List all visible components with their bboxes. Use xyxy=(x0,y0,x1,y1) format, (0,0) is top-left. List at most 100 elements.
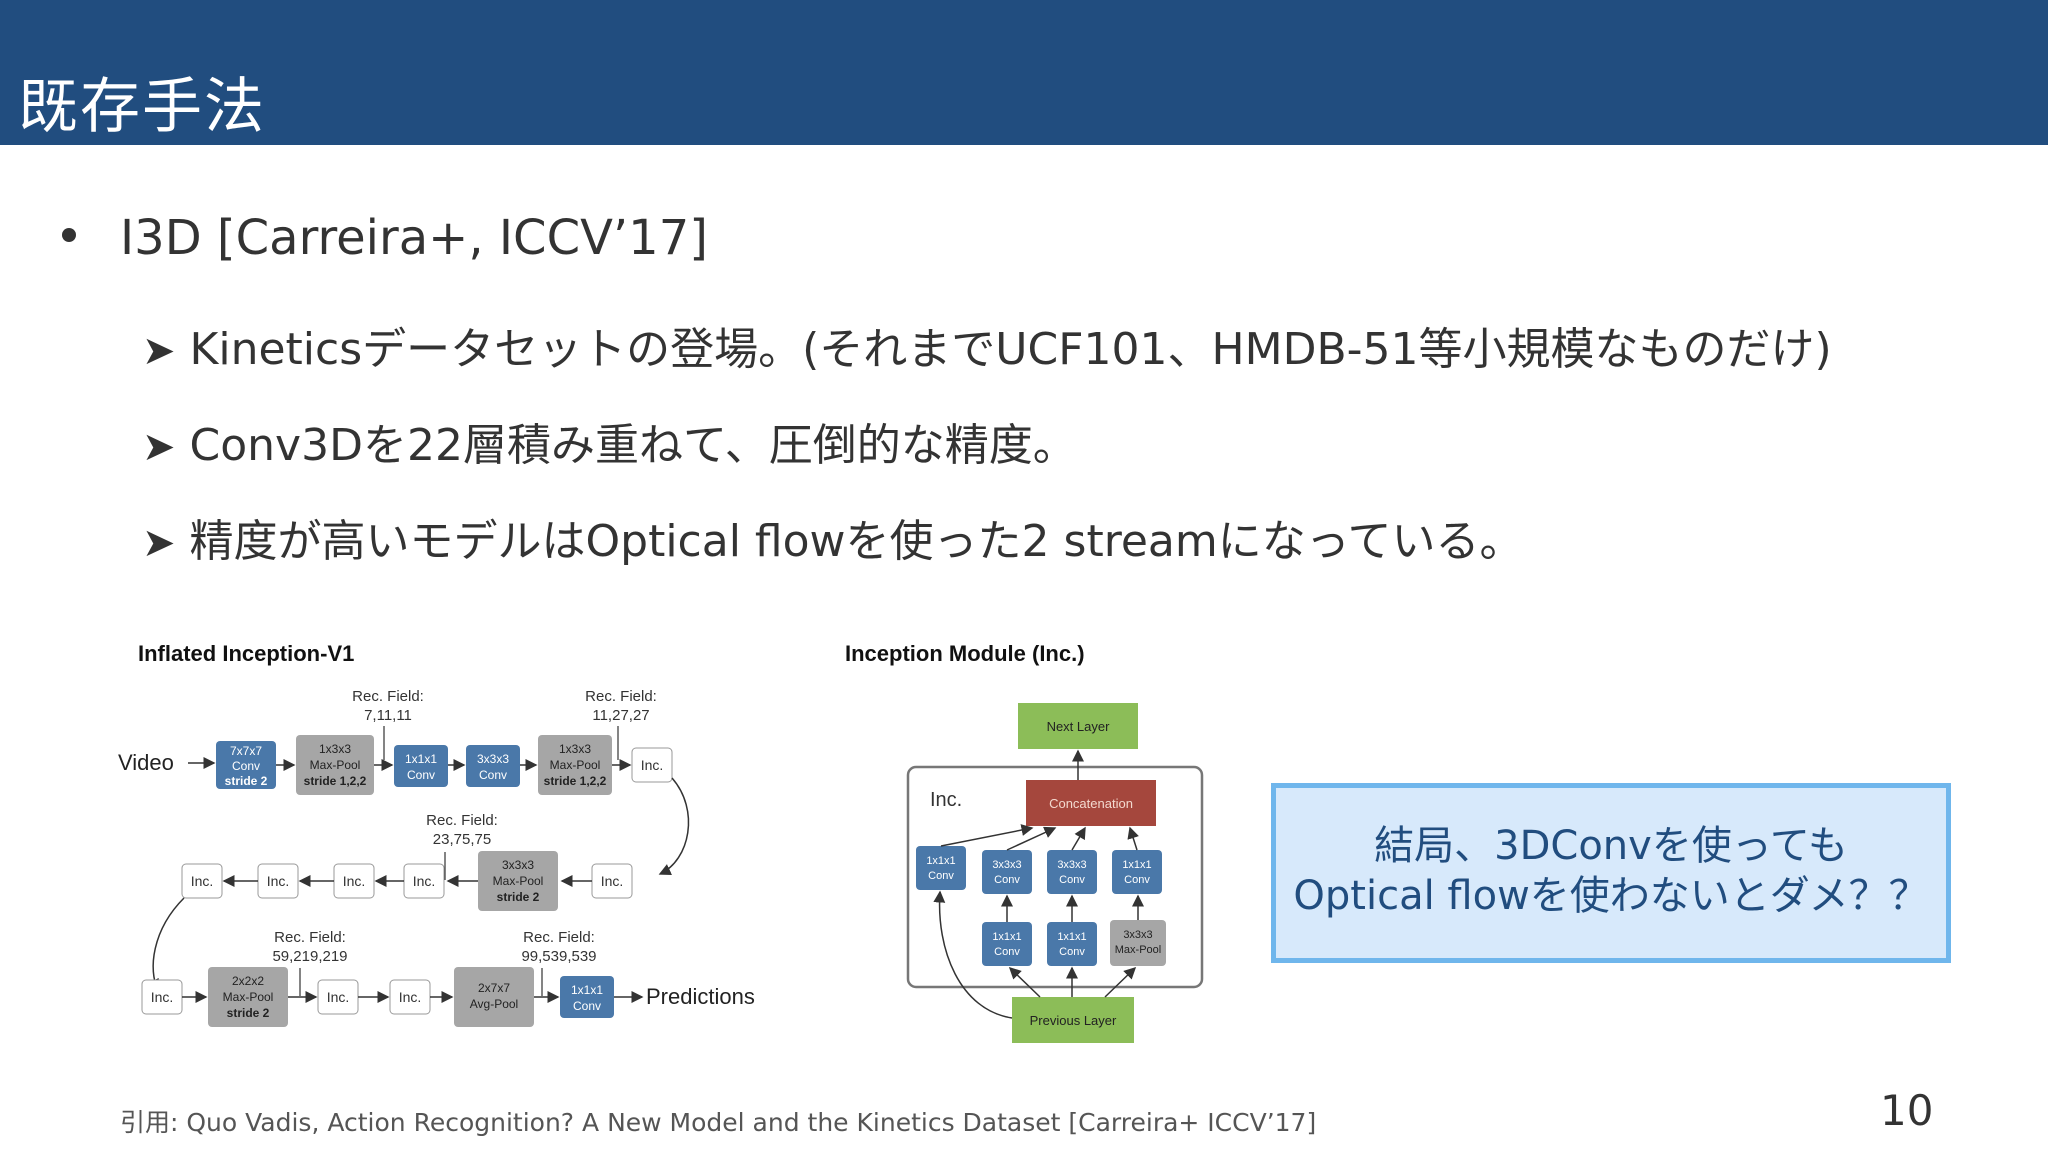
main-bullet: I3D [Carreira+, ICCV’17] xyxy=(120,210,708,266)
conv-3x3x3-block: 3x3x3 Conv xyxy=(466,745,520,787)
callout-line-2: Optical flowを使わないとダメ？？ xyxy=(1293,873,1929,919)
svg-text:Conv: Conv xyxy=(994,946,1020,958)
svg-text:Inc.: Inc. xyxy=(191,873,214,889)
rec-field-value: 99,539,539 xyxy=(521,948,596,965)
avgpool-2x7x7-block: 2x7x7 Avg-Pool xyxy=(454,967,534,1027)
inc-block: Inc. xyxy=(389,979,431,1015)
svg-text:Conv: Conv xyxy=(407,768,435,782)
svg-text:Max-Pool: Max-Pool xyxy=(493,874,544,888)
maxpool-2x2x2-block: 2x2x2 Max-Pool stride 2 xyxy=(208,967,288,1027)
arrow-bullet-icon: ➤ xyxy=(142,424,176,470)
svg-text:2x2x2: 2x2x2 xyxy=(232,974,264,988)
svg-text:1x1x1: 1x1x1 xyxy=(992,931,1021,943)
inc-block: Inc. xyxy=(591,863,633,899)
inc-block: Inc. xyxy=(333,863,375,899)
svg-text:Max-Pool: Max-Pool xyxy=(223,990,274,1004)
svg-text:1x3x3: 1x3x3 xyxy=(319,742,351,756)
rec-field-value: 59,219,219 xyxy=(272,948,347,965)
sub-bullet-text: 精度が高いモデルはOptical flowを使った2 streamになっている。 xyxy=(189,516,1524,567)
svg-text:stride 2: stride 2 xyxy=(227,1006,270,1020)
svg-text:Conv: Conv xyxy=(1124,874,1150,886)
svg-text:3x3x3: 3x3x3 xyxy=(502,858,534,872)
predictions-label: Predictions xyxy=(646,984,755,1009)
svg-text:3x3x3: 3x3x3 xyxy=(477,752,509,766)
inc-block: Inc. xyxy=(181,863,223,899)
rec-field-value: 11,27,27 xyxy=(592,707,649,724)
sub-bullet-2: ➤ Conv3Dを22層積み重ねて、圧倒的な精度。 xyxy=(142,409,1077,473)
bullet-dot xyxy=(62,228,76,242)
svg-text:Conv: Conv xyxy=(928,870,954,882)
concatenation-label: Concatenation xyxy=(1049,796,1133,811)
module-inc-label: Inc. xyxy=(930,789,962,811)
sub-bullet-text: Kineticsデータセットの登場。(それまでUCF101、HMDB-51等小規… xyxy=(189,324,1832,375)
inc-block: Inc. xyxy=(257,863,299,899)
svg-text:1x1x1: 1x1x1 xyxy=(405,752,437,766)
svg-text:3x3x3: 3x3x3 xyxy=(992,859,1021,871)
maxpool-1x3x3-block-2: 1x3x3 Max-Pool stride 1,2,2 xyxy=(538,735,612,795)
svg-text:Conv: Conv xyxy=(1059,874,1085,886)
rec-field-label: Rec. Field: xyxy=(352,688,424,705)
callout-line-1: 結局、3DConvを使っても xyxy=(1374,823,1848,869)
inception-module-title: Inception Module (Inc.) xyxy=(845,641,1085,666)
sub-bullet-text: Conv3Dを22層積み重ねて、圧倒的な精度。 xyxy=(189,420,1077,471)
inc-block: Inc. xyxy=(141,979,183,1015)
svg-text:1x3x3: 1x3x3 xyxy=(559,742,591,756)
rec-field-label: Rec. Field: xyxy=(585,688,657,705)
svg-text:3x3x3: 3x3x3 xyxy=(1057,859,1086,871)
maxpool-1x3x3-block: 1x3x3 Max-Pool stride 1,2,2 xyxy=(296,735,374,795)
svg-text:Max-Pool: Max-Pool xyxy=(550,758,601,772)
inflated-inception-title: Inflated Inception-V1 xyxy=(138,641,354,666)
svg-text:7x7x7: 7x7x7 xyxy=(230,744,262,758)
title-bar: 既存手法 xyxy=(0,0,2048,145)
previous-layer-label: Previous Layer xyxy=(1030,1013,1117,1028)
sub-bullet-3: ➤ 精度が高いモデルはOptical flowを使った2 streamになっている… xyxy=(142,505,1524,569)
svg-text:1x1x1: 1x1x1 xyxy=(1057,931,1086,943)
svg-text:Avg-Pool: Avg-Pool xyxy=(470,997,518,1011)
svg-text:stride 2: stride 2 xyxy=(225,774,268,788)
citation-text: 引用: Quo Vadis, Action Recognition? A New… xyxy=(120,1108,1317,1137)
svg-text:Conv: Conv xyxy=(1059,946,1085,958)
i3d-architecture-diagram: Inflated Inception-V1 Inception Module (… xyxy=(118,641,1204,1043)
inception-module-detail: Inc. Next Layer Concatenation 1x1x1 Conv… xyxy=(906,703,1204,1043)
svg-text:stride 1,2,2: stride 1,2,2 xyxy=(304,774,367,788)
conv-1x1x1-output-block: 1x1x1 Conv xyxy=(560,976,614,1018)
svg-text:Conv: Conv xyxy=(994,874,1020,886)
svg-text:2x7x7: 2x7x7 xyxy=(478,981,510,995)
inc-block: Inc. xyxy=(631,747,673,783)
svg-text:Max-Pool: Max-Pool xyxy=(310,758,361,772)
sub-bullet-1: ➤ Kineticsデータセットの登場。(それまでUCF101、HMDB-51等小… xyxy=(142,313,1832,377)
svg-text:Conv: Conv xyxy=(232,759,260,773)
arrow-bullet-icon: ➤ xyxy=(142,520,176,566)
rec-field-label: Rec. Field: xyxy=(274,929,346,946)
inc-block: Inc. xyxy=(317,979,359,1015)
svg-text:Inc.: Inc. xyxy=(343,873,366,889)
svg-text:1x1x1: 1x1x1 xyxy=(571,983,603,997)
rec-field-label: Rec. Field: xyxy=(523,929,595,946)
svg-text:Max-Pool: Max-Pool xyxy=(1115,944,1161,956)
svg-text:3x3x3: 3x3x3 xyxy=(1123,929,1152,941)
svg-text:Conv: Conv xyxy=(573,999,601,1013)
svg-text:stride 2: stride 2 xyxy=(497,890,540,904)
arrow-bullet-icon: ➤ xyxy=(142,328,176,374)
svg-text:stride 1,2,2: stride 1,2,2 xyxy=(544,774,607,788)
rec-field-label: Rec. Field: xyxy=(426,812,498,829)
conclusion-callout-box: 結局、3DConvを使っても Optical flowを使わないとダメ？？ xyxy=(1271,783,1951,963)
conv-1x1x1-block: 1x1x1 Conv xyxy=(394,745,448,787)
page-number: 10 xyxy=(1880,1086,1934,1135)
svg-text:Inc.: Inc. xyxy=(413,873,436,889)
maxpool-3x3x3-block: 3x3x3 Max-Pool stride 2 xyxy=(478,851,558,911)
next-layer-label: Next Layer xyxy=(1047,719,1111,734)
slide-title: 既存手法 xyxy=(18,72,266,142)
svg-text:1x1x1: 1x1x1 xyxy=(1122,859,1151,871)
svg-text:Inc.: Inc. xyxy=(267,873,290,889)
video-label: Video xyxy=(118,750,174,775)
rec-field-value: 23,75,75 xyxy=(433,831,491,848)
svg-text:Inc.: Inc. xyxy=(641,757,664,773)
svg-text:Inc.: Inc. xyxy=(151,989,174,1005)
svg-text:1x1x1: 1x1x1 xyxy=(926,855,955,867)
svg-text:Inc.: Inc. xyxy=(399,989,422,1005)
rec-field-value: 7,11,11 xyxy=(364,707,412,724)
svg-text:Conv: Conv xyxy=(479,768,507,782)
conv-7x7x7-block: 7x7x7 Conv stride 2 xyxy=(216,741,276,789)
svg-text:Inc.: Inc. xyxy=(327,989,350,1005)
